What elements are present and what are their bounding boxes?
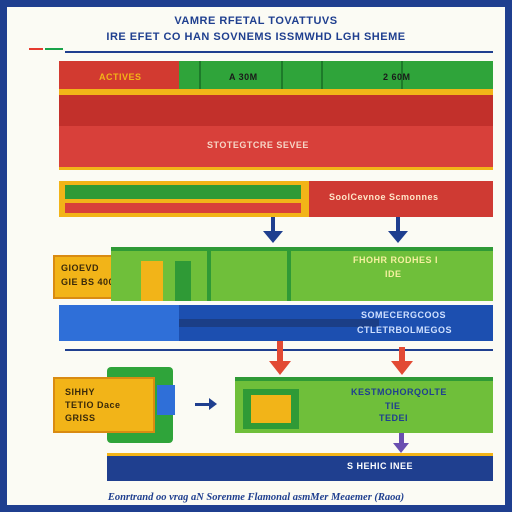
row4-left-label-2: GIE BS 400 <box>61 277 115 287</box>
row2-label: STOTEGTCRE SEVEE <box>207 140 309 150</box>
row4-right-label-1: FHOHR RODHES I <box>353 255 439 265</box>
row6-right-label-2: TIE <box>385 401 401 411</box>
purple-arrow <box>399 433 404 445</box>
row6-left-label-2: TETIO Dace <box>65 400 121 410</box>
row6-right-bar <box>235 377 493 433</box>
row5-bar <box>59 305 493 341</box>
row5-label-1: SOMECERGCOOS <box>361 310 447 320</box>
row6-right-label-1: KESTMOHORQOLTE <box>351 387 447 397</box>
row5-label-2: CTLETRBOLMEGOS <box>357 325 452 335</box>
header-divider <box>65 51 493 53</box>
row6-right-label-3: TEDEI <box>379 413 409 423</box>
diagram-title: VAMRE RFETAL TOVATTUVS <box>174 15 338 27</box>
purple-arrowhead <box>393 443 409 453</box>
down-arrowhead-right <box>388 231 408 243</box>
footer-caption: Eonrtrand oo vrag aN Sorenme Flamonal as… <box>107 492 405 503</box>
row1-bar <box>59 61 493 127</box>
header-accent-mark <box>29 46 63 52</box>
row4-right-label-2: IDE <box>385 269 402 279</box>
row4-green-bar <box>111 247 493 301</box>
row6-left-label-3: GRISS <box>65 413 96 423</box>
row1-label-mid: A 30M <box>229 72 258 82</box>
row7-label: S HEHIC INEE <box>347 461 414 471</box>
red-arrow-right <box>399 347 405 363</box>
row4-left-label-1: GIOEVD <box>61 263 100 273</box>
down-arrowhead-left <box>263 231 283 243</box>
down-arrow-left <box>271 217 275 233</box>
row3-label: SoolCevnoe Scmonnes <box>329 192 439 202</box>
red-arrowhead-right <box>391 361 413 375</box>
row6-left-label-1: SIHHY <box>65 387 96 397</box>
right-arrow <box>195 403 211 406</box>
row7-bar <box>107 453 493 481</box>
row1-label-left: ACTIVES <box>99 72 142 82</box>
diagram-subtitle: IRE EFET CO HAN SOVNEMS ISSMWHD LGH SHEM… <box>106 31 406 43</box>
right-arrowhead <box>209 398 217 410</box>
row1-label-right: 2 60M <box>383 72 411 82</box>
row3-bar <box>59 181 493 217</box>
down-arrow-right <box>396 217 400 233</box>
row2-bar <box>59 126 493 170</box>
row6-left-box <box>53 377 155 433</box>
red-arrowhead-left <box>269 361 291 375</box>
red-arrow-left <box>277 341 283 363</box>
